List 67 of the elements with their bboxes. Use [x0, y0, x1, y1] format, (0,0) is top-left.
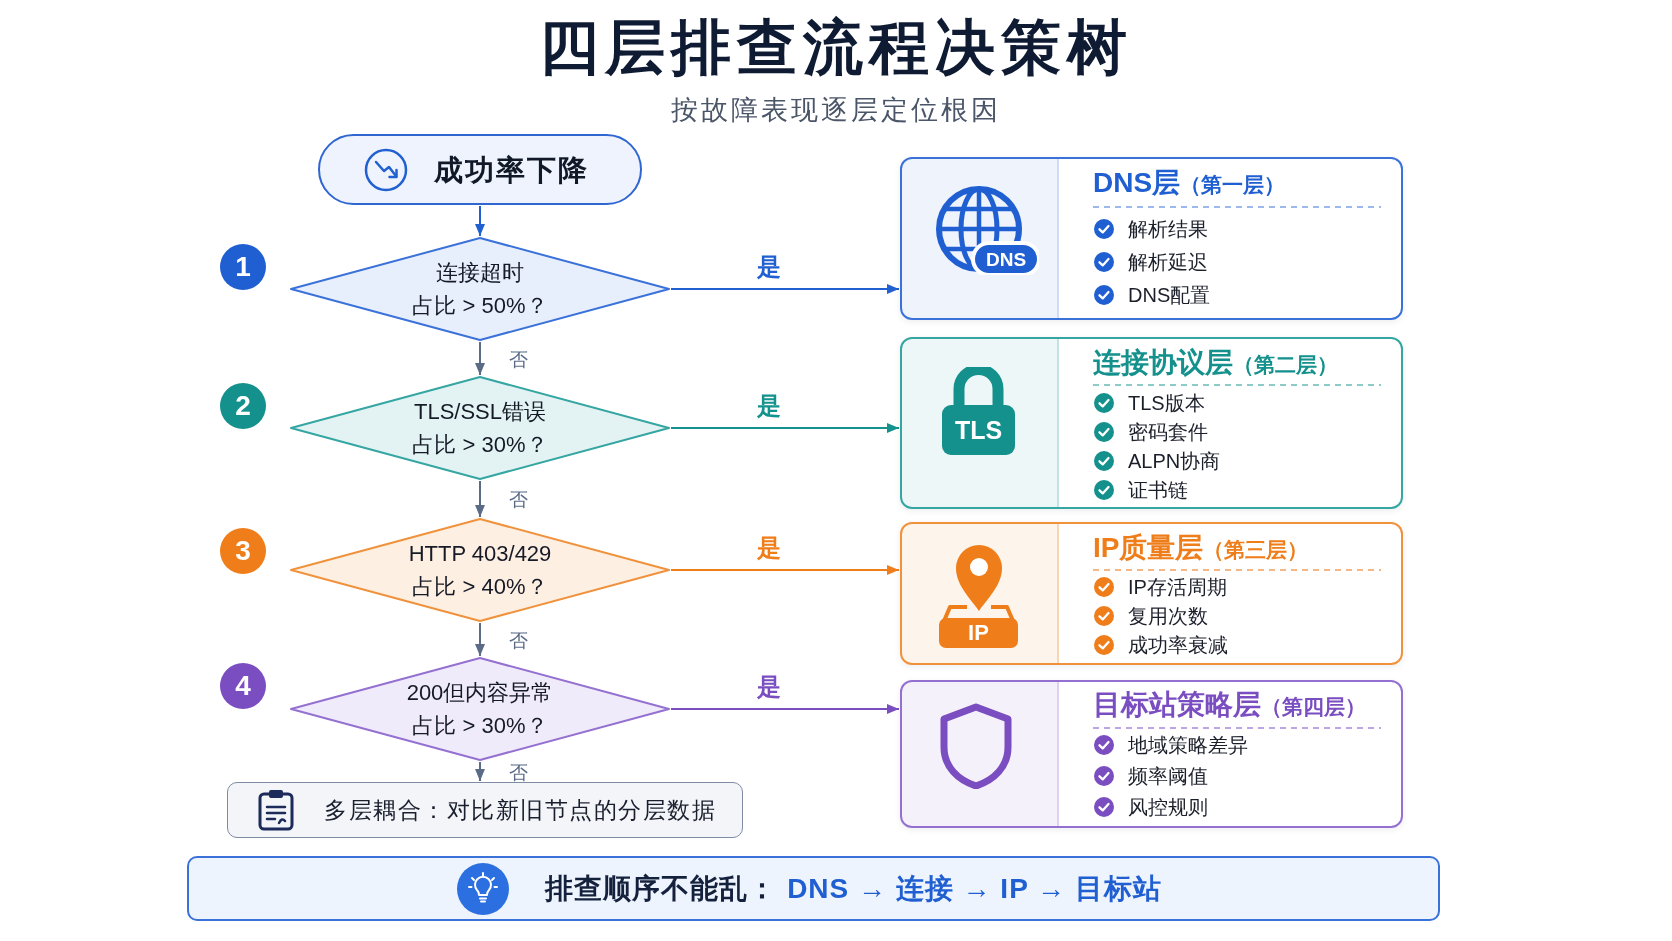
tip-heading: 排查顺序不能乱： — [545, 871, 778, 906]
summary-text: 多层耦合：对比新旧节点的分层数据 — [324, 796, 716, 824]
step-number: 1 — [220, 244, 266, 290]
checklist-item: 频率阈值 — [1128, 764, 1208, 789]
checklist-item: TLS版本 — [1128, 391, 1205, 416]
edge-label: 是 — [755, 254, 784, 280]
checklist-item: 风控规则 — [1128, 795, 1208, 820]
layer-panel — [900, 522, 1403, 665]
layer-panel — [900, 680, 1403, 828]
arrow — [475, 761, 485, 782]
edge-label: 是 — [755, 535, 784, 561]
condition-text: 200但内容异常 — [406, 680, 554, 705]
level-tag: （第四层） — [1261, 694, 1366, 720]
panel-heading: 连接协议层 — [1093, 346, 1233, 380]
decision-diamond — [290, 657, 670, 761]
arrow — [475, 622, 485, 657]
checklist-item: 地域策略差异 — [1128, 733, 1248, 758]
level-tag: （第二层） — [1233, 352, 1338, 378]
edge-label: 否 — [507, 489, 530, 509]
arrow — [670, 704, 900, 714]
summary-box — [227, 782, 743, 838]
checklist-item: DNS配置 — [1128, 283, 1211, 308]
level-tag: （第三层） — [1203, 537, 1309, 563]
arrow — [475, 480, 485, 518]
step-number: 2 — [220, 383, 266, 429]
arrow — [670, 565, 900, 575]
decision-diamond — [290, 518, 670, 622]
tip-banner — [187, 856, 1440, 921]
level-tag: （第一层） — [1180, 172, 1286, 198]
checklist-item: 密码套件 — [1128, 420, 1208, 445]
threshold-text: 占比 > 50%？ — [412, 293, 548, 318]
edge-label: 是 — [755, 674, 784, 700]
panel-heading: DNS层 — [1093, 166, 1181, 200]
edge-label: 否 — [507, 762, 530, 781]
checklist-item: 成功率衰减 — [1128, 633, 1228, 658]
checklist-item: 解析延迟 — [1128, 250, 1208, 275]
panel-heading: IP质量层 — [1093, 531, 1204, 565]
checklist-item: 复用次数 — [1128, 604, 1208, 629]
subtitle: 按故障表现逐层定位根因 — [671, 94, 1001, 126]
pin-badge: IP — [939, 543, 1018, 648]
edge-label: 否 — [507, 349, 530, 368]
start-text: 成功率下降 — [434, 152, 589, 187]
step-number: 3 — [220, 528, 266, 574]
layer-panel — [900, 157, 1403, 320]
threshold-text: 占比 > 30%？ — [412, 713, 548, 738]
decision-diamond — [290, 376, 670, 480]
step-number: 4 — [220, 663, 266, 709]
threshold-text: 占比 > 40%？ — [412, 574, 548, 599]
edge-label: 是 — [755, 393, 784, 419]
checklist-item: IP存活周期 — [1128, 575, 1227, 600]
condition-text: TLS/SSL错误 — [414, 399, 546, 424]
checklist-item: 解析结果 — [1128, 217, 1208, 242]
layer-panel — [900, 337, 1403, 509]
arrow — [670, 284, 900, 294]
threshold-text: 占比 > 30%？ — [412, 432, 548, 457]
checklist-item: ALPN协商 — [1128, 449, 1221, 474]
condition-text: 连接超时 — [436, 260, 524, 285]
checklist-item: 证书链 — [1128, 478, 1188, 503]
title: 四层排查流程决策树 — [539, 14, 1133, 82]
panel-heading: 目标站策略层 — [1093, 688, 1261, 722]
tip-text: DNS → 连接 → IP → 目标站 — [787, 871, 1162, 906]
arrow — [475, 341, 485, 376]
arrow — [670, 423, 900, 433]
condition-text: HTTP 403/429 — [408, 541, 552, 566]
decision-diamond — [290, 237, 670, 341]
edge-label: 否 — [507, 630, 530, 649]
arrow — [475, 205, 485, 237]
